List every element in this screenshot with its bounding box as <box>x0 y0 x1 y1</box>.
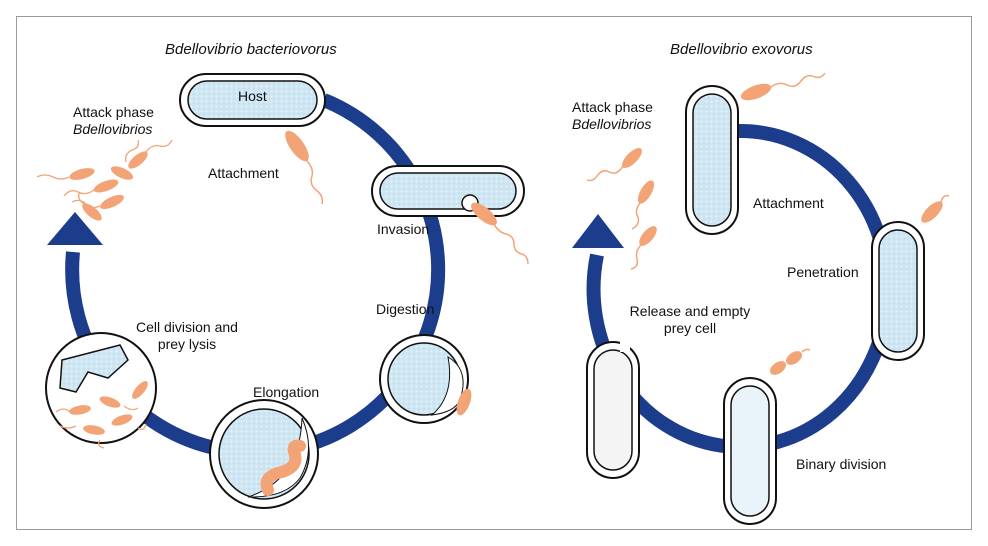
digestion-bdelloplast <box>379 334 472 424</box>
left-cycle-title: Bdellovibrio bacteriovorus <box>165 41 337 58</box>
right-attachment-label: Attachment <box>753 195 824 211</box>
penetration-cell <box>871 194 950 361</box>
cell-division-bdelloplast <box>45 332 157 449</box>
cell-division-label-line2: prey lysis <box>157 336 217 352</box>
elongation-label: Elongation <box>253 384 320 400</box>
penetration-label: Penetration <box>787 264 859 280</box>
digestion-label: Digestion <box>376 301 435 317</box>
binary-division-cell <box>723 348 811 525</box>
attaching-bdellovibrio <box>285 130 324 205</box>
attachment-label: Attachment <box>208 165 279 181</box>
right-cycle-title: Bdellovibrio exovorus <box>670 41 813 58</box>
binary-division-label: Binary division <box>796 456 887 472</box>
invasion-label: Invasion <box>377 221 430 237</box>
figure-frame <box>16 16 972 530</box>
host-label: Host <box>238 88 267 104</box>
right-attack-species-label: Bdellovibrios <box>572 116 652 132</box>
invasion-cell <box>371 165 529 265</box>
left-attack-species-label: Bdellovibrios <box>73 121 153 137</box>
left-attack-phase-label: Attack phase <box>73 104 154 120</box>
cell-division-label-line1: Cell division and <box>136 319 238 335</box>
right-attack-phase-label: Attack phase <box>572 99 653 115</box>
host-cell <box>179 73 326 127</box>
empty-prey-cell <box>586 341 640 479</box>
right-attachment-cell <box>685 72 826 235</box>
release-label-line2: prey cell <box>663 320 717 336</box>
release-label-line1: Release and empty <box>629 303 751 319</box>
right-attack-phase-bdellovibrios <box>586 148 657 270</box>
left-attack-phase-bdellovibrios <box>36 139 173 221</box>
elongation-bdelloplast <box>209 399 319 509</box>
